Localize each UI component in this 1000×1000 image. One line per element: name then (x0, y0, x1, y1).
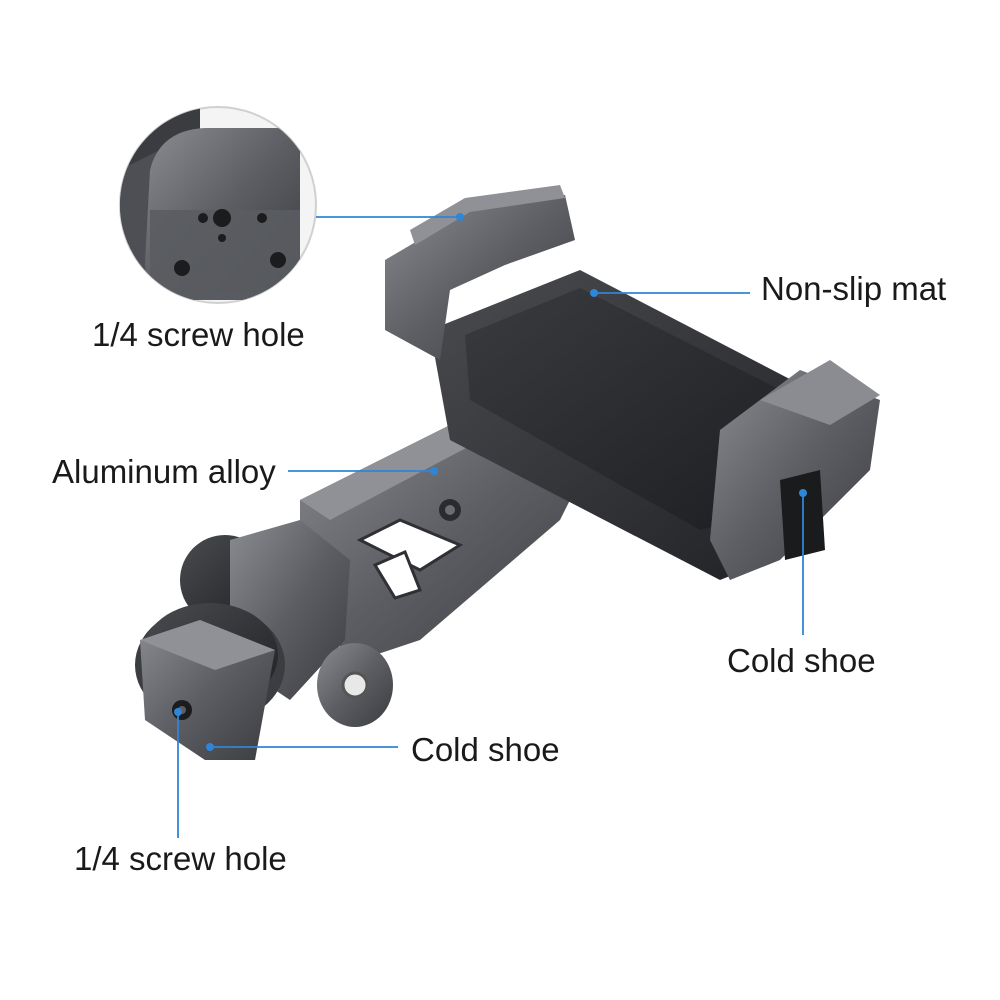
label-bottom-screw-hole: 1/4 screw hole (74, 840, 287, 877)
label-non-slip-mat: Non-slip mat (761, 270, 947, 307)
phone-clamp (385, 185, 880, 580)
ball-head-base (135, 520, 393, 760)
leader-lines (174, 213, 807, 838)
label-cold-shoe-right: Cold shoe (727, 642, 876, 679)
label-cold-shoe-bottom: Cold shoe (411, 731, 560, 768)
label-top-screw-hole: 1/4 screw hole (92, 316, 305, 353)
inset-detail-circle (119, 106, 317, 304)
label-aluminum-alloy: Aluminum alloy (52, 453, 276, 490)
